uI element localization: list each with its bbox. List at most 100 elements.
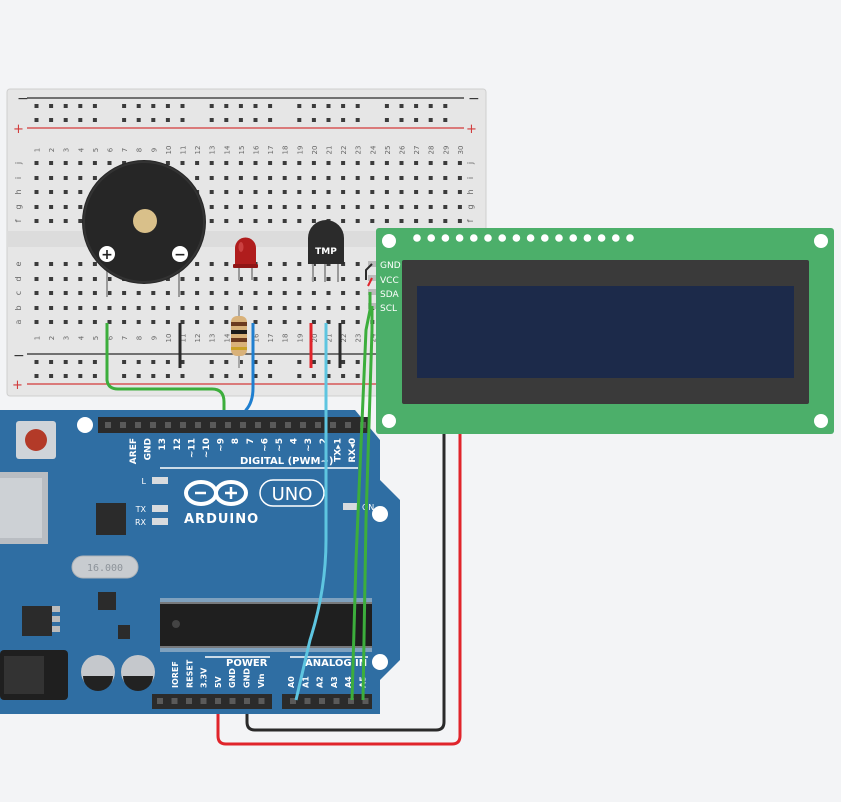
lcd-pin-sda[interactable] xyxy=(368,289,376,295)
piezo-buzzer[interactable]: + − xyxy=(82,160,206,297)
red-led[interactable] xyxy=(233,237,258,281)
wire-green-scl[interactable] xyxy=(361,306,374,701)
wire-black-gnd[interactable] xyxy=(245,432,446,732)
terminal-hole xyxy=(253,161,258,165)
digital-pin-socket[interactable] xyxy=(300,422,306,428)
power-pin-socket[interactable] xyxy=(157,698,163,704)
rail-hole xyxy=(209,118,214,122)
terminal-hole xyxy=(63,219,68,223)
rail-hole xyxy=(297,104,302,108)
rail-hole xyxy=(63,360,68,364)
wire-green-sda[interactable] xyxy=(350,292,372,701)
led-base xyxy=(233,264,258,268)
digital-pin-socket[interactable] xyxy=(105,422,111,428)
bottom-rail-minus-label: − xyxy=(13,348,25,364)
digital-pin-socket[interactable] xyxy=(150,422,156,428)
digital-pin-socket[interactable] xyxy=(255,422,261,428)
power-pin-socket[interactable] xyxy=(258,698,265,704)
analog-header[interactable] xyxy=(282,694,372,709)
rail-hole xyxy=(399,118,404,122)
top-rail-minus-label-right: − xyxy=(468,91,480,107)
terminal-hole xyxy=(297,306,302,310)
wire-red-5v[interactable] xyxy=(216,432,462,746)
led-highlight xyxy=(238,242,244,252)
digital-pin-socket[interactable] xyxy=(120,422,126,428)
analog-pin-socket[interactable] xyxy=(362,698,369,704)
digital-pin-socket[interactable] xyxy=(240,422,246,428)
terminal-hole xyxy=(92,277,97,281)
digital-pin-socket[interactable] xyxy=(165,422,171,428)
terminal-hole xyxy=(311,291,316,295)
lcd-top-pin xyxy=(612,234,620,242)
power-pin-socket[interactable] xyxy=(186,698,192,704)
wire-green-buzzer[interactable] xyxy=(105,323,226,425)
power-pin-socket[interactable] xyxy=(229,698,236,704)
digital-pin-socket[interactable] xyxy=(315,422,321,428)
terminal-hole xyxy=(180,306,185,310)
temperature-sensor[interactable]: TMP xyxy=(308,220,344,282)
power-pin-label: Vin xyxy=(257,673,266,688)
terminal-hole xyxy=(268,320,273,324)
digital-header[interactable] xyxy=(98,417,368,433)
wire-lightblue-tmp[interactable] xyxy=(294,323,328,701)
digital-pin-socket[interactable] xyxy=(180,422,186,428)
terminal-hole xyxy=(399,219,404,223)
wire-blue-resistor[interactable] xyxy=(238,323,255,427)
power-pin-socket[interactable] xyxy=(244,698,250,704)
terminal-hole xyxy=(63,306,68,310)
power-header[interactable] xyxy=(152,694,272,709)
digital-pin-socket[interactable] xyxy=(225,422,231,428)
digital-pin-socket[interactable] xyxy=(195,422,201,428)
analog-pin-label: A4 xyxy=(344,676,353,688)
analog-pin-socket[interactable] xyxy=(319,698,325,704)
column-number: 20 xyxy=(311,334,319,343)
digital-pin-socket[interactable] xyxy=(285,422,291,428)
terminal-hole xyxy=(34,306,39,310)
digital-pin-socket[interactable] xyxy=(345,422,351,428)
rail-hole xyxy=(92,118,97,122)
digital-pin-socket[interactable] xyxy=(330,422,336,428)
analog-pin-socket[interactable] xyxy=(333,698,340,704)
tiny-chip xyxy=(118,625,130,639)
rail-hole xyxy=(49,118,54,122)
mount-hole-2 xyxy=(372,506,388,522)
analog-pin-socket[interactable] xyxy=(304,698,311,704)
digital-pin-label: RX◂0 xyxy=(348,438,358,463)
digital-pin-socket[interactable] xyxy=(210,422,216,428)
terminal-hole xyxy=(326,306,331,310)
analog-pin-socket[interactable] xyxy=(290,698,296,704)
usb-chip xyxy=(96,503,126,535)
terminal-hole xyxy=(341,190,346,194)
terminal-hole xyxy=(209,277,214,281)
lcd-mount-hole-2 xyxy=(814,234,828,248)
digital-pin-socket[interactable] xyxy=(270,422,276,428)
rail-hole xyxy=(311,104,316,108)
terminal-hole xyxy=(297,291,302,295)
analog-pin-socket[interactable] xyxy=(348,698,354,704)
terminal-hole xyxy=(414,219,419,223)
terminal-hole xyxy=(282,306,287,310)
power-pin-socket[interactable] xyxy=(171,698,178,704)
arduino-uno[interactable]: 16.000 L TX RX ON ARDUINO UNO xyxy=(0,410,400,714)
resistor[interactable] xyxy=(231,305,247,368)
terminal-hole xyxy=(253,190,258,194)
bottom-rail-plus-label: + xyxy=(12,378,23,393)
reset-button[interactable] xyxy=(25,429,47,451)
power-pin-socket[interactable] xyxy=(215,698,221,704)
lcd-top-pins xyxy=(413,234,634,242)
terminal-hole xyxy=(253,176,258,180)
column-number: 16 xyxy=(253,333,261,342)
column-number: 8 xyxy=(136,336,144,340)
digital-pin-label: ~5 xyxy=(275,438,285,452)
analog-pin-label: A2 xyxy=(316,676,325,688)
terminal-hole xyxy=(195,306,200,310)
led-tx xyxy=(152,505,168,512)
terminal-hole xyxy=(224,262,229,266)
terminal-hole xyxy=(355,306,360,310)
digital-pin-socket[interactable] xyxy=(135,422,141,428)
terminal-hole xyxy=(384,219,389,223)
column-number: 1 xyxy=(34,148,42,152)
power-pin-socket[interactable] xyxy=(200,698,207,704)
terminal-hole xyxy=(297,219,302,223)
lcd-i2c-module[interactable]: GND VCC SDA SCL xyxy=(368,228,834,434)
